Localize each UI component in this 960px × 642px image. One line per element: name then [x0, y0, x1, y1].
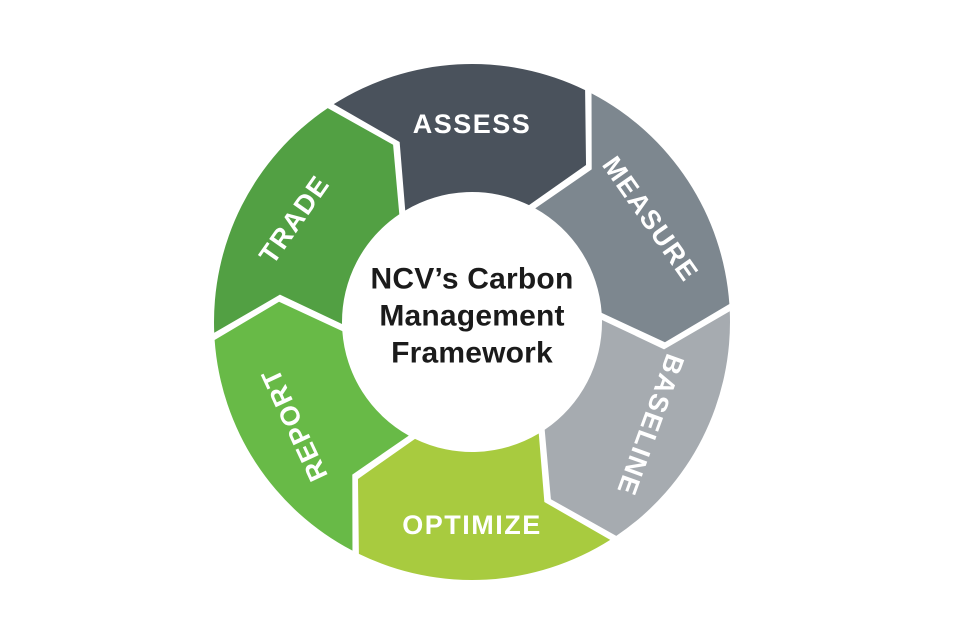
segment-label-assess: ASSESS [413, 109, 532, 139]
diagram-center-title: NCV’s Carbon Management Framework [342, 261, 602, 372]
center-title-line-3: Framework [391, 336, 553, 370]
segment-assess [333, 63, 587, 211]
segment-report [214, 301, 409, 551]
segment-trade [214, 108, 400, 333]
cycle-segments [214, 63, 730, 581]
segment-measure [535, 93, 730, 343]
segment-optimize [357, 433, 611, 581]
center-title-line-1: NCV’s Carbon [370, 262, 574, 296]
segment-baseline [544, 311, 730, 536]
center-title-line-2: Management [379, 299, 565, 333]
segment-label-optimize: OPTIMIZE [402, 510, 542, 540]
